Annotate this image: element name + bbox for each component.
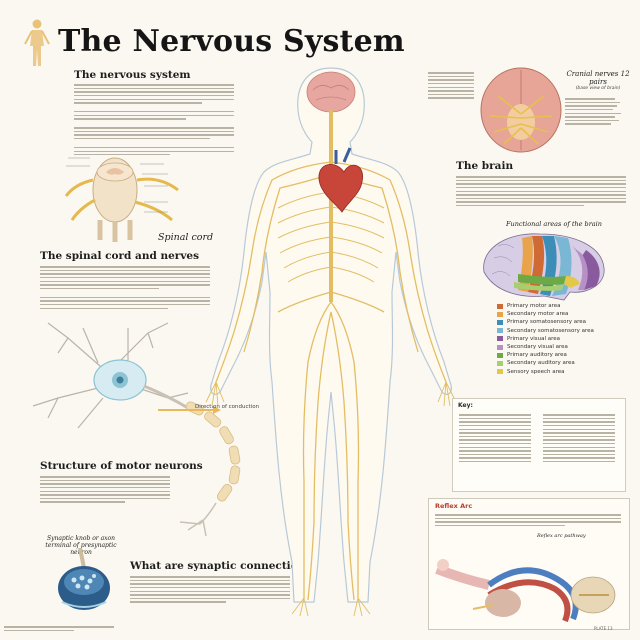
section-heading-brain: The brain: [456, 160, 514, 172]
cranial-leader-lines: [565, 96, 625, 127]
legend-item: Secondary somatosensory area: [497, 327, 594, 335]
legend-item: Primary auditory area: [497, 351, 594, 359]
legend-label: Secondary motor area: [507, 311, 569, 318]
key-title: Key:: [458, 402, 473, 409]
reflex-arc-box: Reflex Arc Reflex arc pathway: [428, 498, 630, 630]
legend-label: Primary motor area: [507, 303, 561, 309]
section-heading-synaptic: What are synaptic connections?: [130, 560, 318, 572]
legend-label: Secondary auditory area: [507, 360, 575, 367]
human-nervous-system-figure: [205, 67, 457, 617]
legend-item: Primary somatosensory area: [497, 318, 594, 326]
key-column-left: [459, 412, 531, 465]
key-box: Key:: [452, 398, 626, 492]
legend-label: Secondary visual area: [507, 344, 568, 351]
legend-swatch: [497, 303, 503, 309]
page-title: The Nervous System: [58, 24, 405, 59]
section-heading-spinal-cord-nerves: The spinal cord and nerves: [40, 250, 200, 262]
legend-item: Secondary motor area: [497, 310, 594, 318]
legend-swatch: [497, 311, 503, 317]
synaptic-knob-illustration: [58, 548, 110, 610]
text-block-spinal-cord: [40, 264, 210, 311]
legend-swatch: [497, 361, 503, 367]
cranial-leader-lines-left: [428, 70, 474, 101]
reflex-arc-title: Reflex Arc: [435, 502, 473, 510]
spinal-cord-label: Spinal cord: [158, 232, 214, 243]
legend-item: Sensory speech area: [497, 368, 594, 376]
cranial-nerves-caption: Cranial nerves 12 pairs (base view of br…: [566, 70, 630, 91]
legend-label: Primary auditory area: [507, 352, 567, 359]
reflex-pathway-label: Reflex arc pathway: [537, 533, 586, 539]
legend-label: Sensory speech area: [507, 368, 565, 375]
plate-number: PLATE 13: [594, 626, 613, 631]
functional-areas-label: Functional areas of the brain: [506, 220, 602, 228]
text-block-synaptic: [130, 574, 290, 605]
motor-neuron-illustration: [32, 322, 241, 537]
legend-label: Primary visual area: [507, 335, 561, 342]
footer-credit: [4, 624, 114, 633]
body-thumbnail-icon: [24, 19, 50, 66]
legend-item: Secondary visual area: [497, 343, 594, 351]
functional-areas-legend: Primary motor area Secondary motor area …: [497, 302, 594, 376]
functional-areas-brain-illustration: [483, 233, 605, 301]
cranial-nerves-label: Cranial nerves 12 pairs: [566, 70, 630, 86]
legend-item: Primary motor area: [497, 302, 594, 310]
spinal-cord-illustration: [64, 157, 179, 242]
legend-item: Primary visual area: [497, 335, 594, 343]
section-heading-nervous-system: The nervous system: [74, 69, 191, 81]
text-block-nervous-system: [74, 82, 234, 158]
legend-swatch: [497, 369, 503, 375]
section-heading-motor-neurons: Structure of motor neurons: [40, 460, 203, 472]
legend-swatch: [497, 344, 503, 350]
cranial-nerves-sublabel: (base view of brain): [575, 86, 621, 91]
text-block-brain: [456, 174, 626, 209]
direction-of-conduction-label: Direction of conduction: [195, 404, 260, 410]
cranial-nerves-brain-base-illustration: [480, 67, 562, 153]
reflex-arc-illustration: [435, 559, 616, 623]
legend-label: Secondary somatosensory area: [507, 327, 594, 334]
reflex-arc-text: [435, 512, 621, 529]
legend-swatch: [497, 328, 503, 334]
text-block-motor-neurons: [40, 474, 170, 505]
legend-label: Primary somatosensory area: [507, 319, 586, 326]
legend-item: Secondary auditory area: [497, 359, 594, 367]
key-column-right: [543, 412, 615, 465]
legend-swatch: [497, 336, 503, 342]
legend-swatch: [497, 352, 503, 358]
legend-swatch: [497, 320, 503, 325]
